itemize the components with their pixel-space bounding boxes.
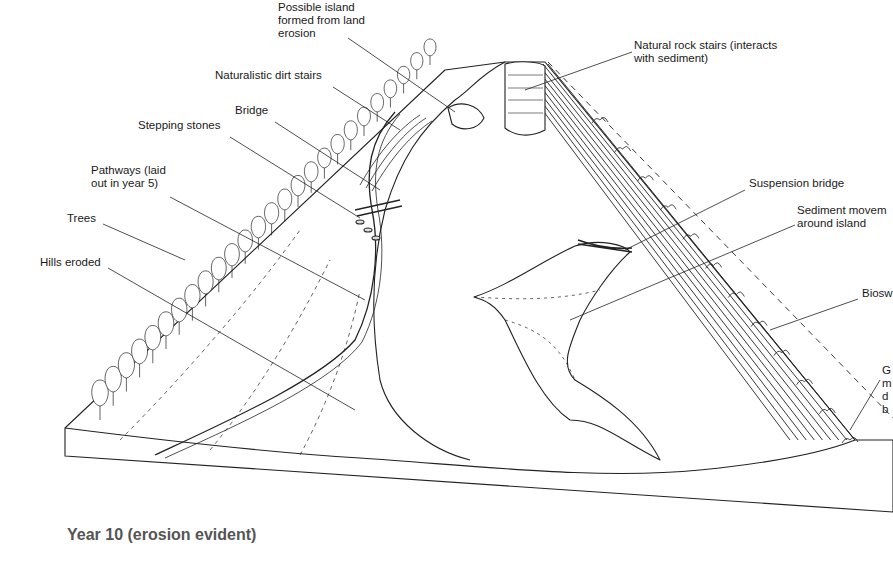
callout-label: Suspension bridge xyxy=(749,177,869,190)
pathway xyxy=(155,112,395,455)
tree xyxy=(211,257,226,292)
tree xyxy=(251,216,265,249)
callout-label: Biosw xyxy=(862,287,892,300)
shrub xyxy=(683,234,699,240)
tree xyxy=(278,189,292,221)
shrub xyxy=(819,408,835,414)
tree xyxy=(145,325,161,363)
caption: Year 10 (erosion evident) xyxy=(67,526,256,544)
tree xyxy=(185,285,200,321)
tree xyxy=(424,39,436,65)
rock-stairs xyxy=(505,62,545,135)
dashed-edge xyxy=(548,62,893,418)
leader-lines xyxy=(103,38,880,430)
tree xyxy=(304,162,318,193)
shrub xyxy=(842,437,858,443)
callout-label: Pathways (laid out in year 5) xyxy=(91,164,181,190)
callout-label: Bridge xyxy=(235,104,295,117)
tree xyxy=(171,298,186,335)
callout-label: Hills eroded xyxy=(40,256,130,269)
rock-stairs-lines xyxy=(508,75,543,113)
dirt-stairs xyxy=(360,115,432,191)
shrub xyxy=(728,292,744,298)
tree xyxy=(105,366,121,405)
island-contour xyxy=(474,290,600,380)
shrub xyxy=(615,147,631,153)
shrub xyxy=(637,176,653,182)
tree xyxy=(132,339,148,377)
bridge xyxy=(355,200,402,216)
callout-label: G m d b xyxy=(882,364,891,416)
callout-label: Natural rock stairs (interacts with sedi… xyxy=(634,39,794,65)
shrub xyxy=(592,117,608,123)
tree xyxy=(92,380,109,420)
tree xyxy=(158,312,174,349)
tree xyxy=(318,148,331,178)
callout-label: Trees xyxy=(67,212,117,225)
tree xyxy=(265,203,279,236)
shrub xyxy=(797,379,813,385)
callout-label: Possible island formed from land erosion xyxy=(278,1,368,40)
terrain-block xyxy=(65,62,893,512)
suspension-bridge xyxy=(578,240,632,252)
tree xyxy=(118,353,134,392)
shrub xyxy=(660,205,676,211)
eroded-island xyxy=(448,104,484,129)
island-outline xyxy=(474,242,660,460)
callout-label: Naturalistic dirt stairs xyxy=(215,69,355,82)
shrub xyxy=(706,263,722,269)
tree xyxy=(344,121,357,150)
tree xyxy=(384,80,397,108)
tree xyxy=(238,230,253,264)
callout-label: Sediment movem around island xyxy=(797,204,889,230)
tree xyxy=(358,107,371,136)
tree xyxy=(411,53,423,80)
tree xyxy=(371,94,384,122)
pathway-edge xyxy=(165,114,400,458)
bioswale-plants xyxy=(592,117,858,443)
tree xyxy=(225,244,240,278)
callout-label: Stepping stones xyxy=(138,119,238,132)
tree-row xyxy=(92,39,436,420)
terrain-front xyxy=(65,428,855,473)
shrub xyxy=(751,321,767,327)
stepping-stones xyxy=(356,220,380,240)
shrub xyxy=(774,350,790,356)
tree xyxy=(291,175,305,207)
hill-contour xyxy=(120,230,360,455)
tree xyxy=(198,271,213,307)
